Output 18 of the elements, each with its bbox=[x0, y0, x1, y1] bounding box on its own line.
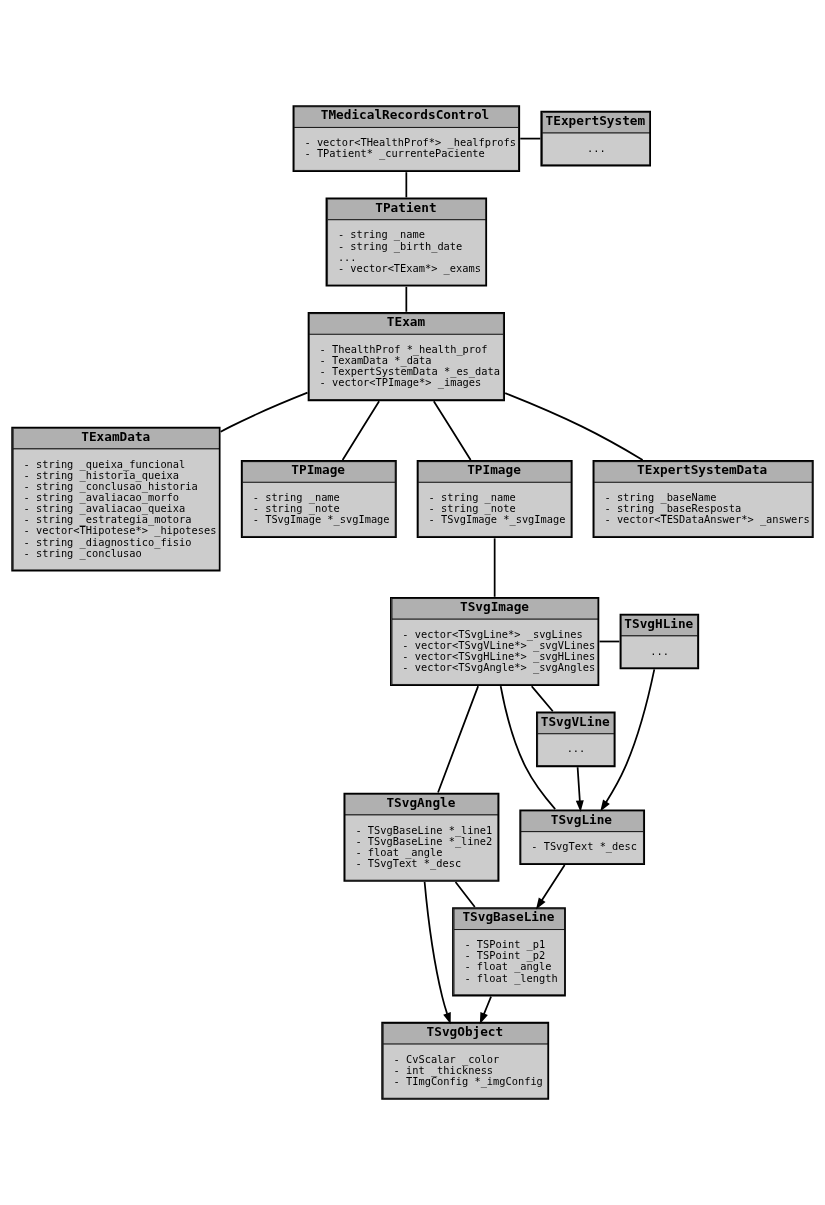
connector bbox=[598, 640, 621, 643]
arrow bbox=[575, 766, 584, 812]
connector bbox=[493, 537, 496, 598]
connector bbox=[437, 685, 479, 794]
connector bbox=[219, 391, 309, 433]
connector bbox=[341, 400, 380, 461]
connector bbox=[499, 685, 557, 810]
connector bbox=[530, 685, 554, 713]
connector bbox=[405, 285, 408, 313]
connector bbox=[504, 392, 644, 461]
arrow bbox=[535, 864, 566, 910]
arrow bbox=[479, 995, 492, 1025]
connector bbox=[432, 400, 472, 461]
arrow bbox=[600, 668, 656, 812]
arrow bbox=[423, 880, 451, 1025]
connector bbox=[519, 137, 542, 140]
connector bbox=[405, 171, 408, 199]
connector bbox=[454, 881, 476, 908]
